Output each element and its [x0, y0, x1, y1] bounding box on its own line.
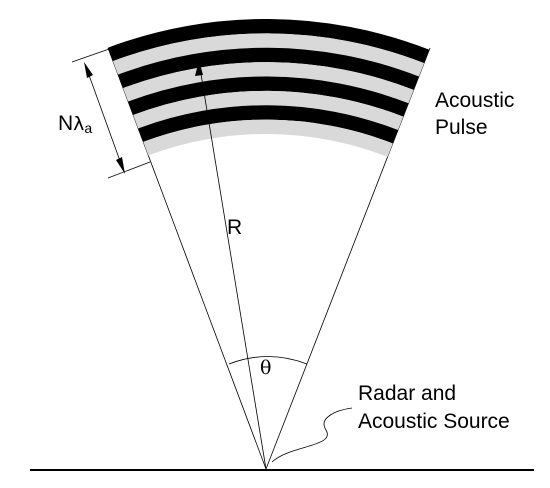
dimension-arrow-bottom: [116, 157, 125, 174]
dimension-ext-bottom: [107, 161, 151, 179]
range-label: R: [227, 216, 242, 239]
pulse-band-light: [133, 90, 404, 131]
pulse-length-lambda: λ: [73, 113, 84, 135]
pulse-band-light: [123, 62, 414, 104]
pulse-band-light: [112, 33, 425, 77]
acoustic-pulse-label-line2: Pulse: [435, 116, 488, 139]
dimension-arrow-top: [84, 62, 93, 78]
dimension-line: [84, 63, 125, 173]
range-arrow-head: [195, 60, 203, 76]
beam-edge-left: [107, 47, 267, 470]
acoustic-pulse-label-line1: Acoustic: [435, 89, 514, 112]
range-arrow-line: [198, 61, 267, 470]
pulse-band-dark: [107, 18, 430, 64]
pulse-band-dark: [128, 76, 409, 117]
source-leader-line: [271, 407, 353, 463]
pulse-band-dark: [138, 105, 399, 144]
pulse-band-light: [143, 119, 393, 157]
acoustic-pulse-bands: [107, 18, 430, 157]
pulse-band-dark: [117, 47, 419, 90]
angle-label: θ: [260, 357, 271, 379]
pulse-length-n: N: [58, 112, 73, 135]
angle-arc: [228, 356, 308, 365]
pulse-length-label: Nλa: [58, 112, 92, 136]
pulse-length-subscript: a: [84, 120, 92, 136]
source-label-line2: Acoustic Source: [358, 410, 510, 433]
source-label-line1: Radar and: [358, 382, 456, 405]
dimension-ext-top: [71, 47, 113, 63]
